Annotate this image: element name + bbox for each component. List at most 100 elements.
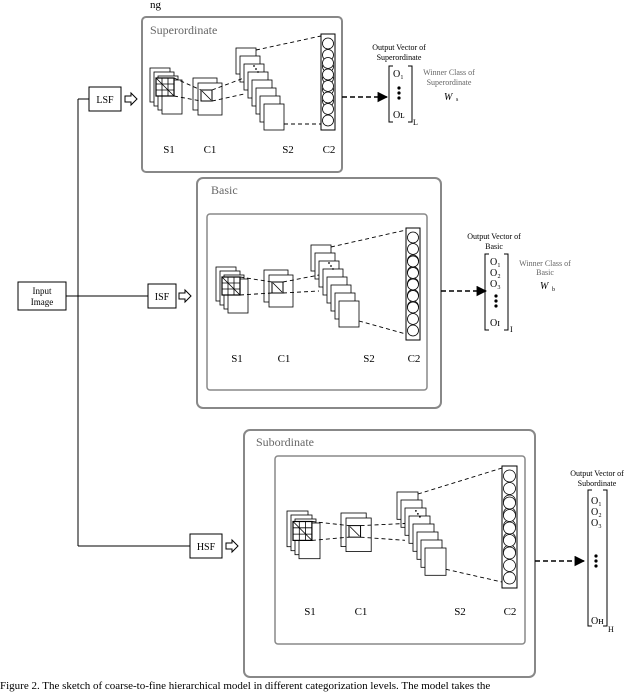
s1-grid-diagonal	[221, 276, 241, 296]
super-layer-c1: C1	[204, 144, 217, 156]
super-winner-line2: Superordinate	[427, 78, 472, 87]
sub-layer-s1: S1	[304, 606, 316, 618]
projection-line	[311, 521, 350, 527]
projection-line	[282, 290, 320, 294]
top-clipped-text: ng	[150, 0, 162, 11]
s2-ellipsis-dot	[330, 265, 332, 267]
projection-line	[211, 93, 245, 102]
c1-pool-diagonal	[272, 282, 283, 293]
s1-grid-diagonal	[155, 77, 175, 97]
super-output-title-2: Superordinate	[377, 53, 422, 62]
s2-layer-page	[424, 547, 447, 576]
hollow-arrow-hsf	[225, 538, 239, 554]
superordinate-title: Superordinate	[150, 23, 217, 37]
sub-layer-c1: C1	[355, 606, 368, 618]
s2-ellipsis-dot	[255, 68, 257, 70]
projection-line	[239, 276, 273, 283]
c2-unit	[503, 571, 516, 585]
s2-ellipsis-dot	[253, 65, 255, 67]
superordinate-layer-labels: S1 C1 S2 C2	[163, 144, 335, 156]
c2-unit	[322, 57, 334, 69]
s2-ellipsis-dot	[415, 510, 417, 512]
sub-output-item-1: O₁	[591, 496, 602, 507]
basic-layer-s2: S2	[363, 353, 375, 365]
basic-title: Basic	[211, 183, 238, 197]
isf-label: ISF	[155, 292, 170, 303]
hierarchical-model-diagram: ng Input Image LSF ISF HSF	[17, 0, 624, 678]
output-arrows	[342, 91, 586, 567]
basic-panel-inner	[206, 213, 428, 391]
s1-grid-diagonal	[292, 521, 313, 541]
sub-layer-c2: C2	[504, 606, 517, 618]
super-layer-s2: S2	[282, 144, 294, 156]
basic-winner-symbol: W	[540, 281, 550, 292]
basic-layer-labels: S1 C1 S2 C2	[231, 353, 420, 365]
subordinate-output-vector: Output Vector of Subordinate O₁ O₂ O₃ Oʜ…	[570, 469, 624, 634]
superordinate-panel	[141, 16, 343, 173]
hsf-filter: HSF	[189, 533, 223, 559]
s2-ellipsis-dot	[328, 262, 330, 264]
super-output-title-1: Output Vector of	[372, 43, 426, 52]
basic-output-item-last: Oɪ	[490, 318, 500, 329]
c2-unit	[322, 114, 334, 127]
c2-unit	[503, 521, 516, 535]
sub-output-subscript: H	[608, 625, 614, 634]
super-output-subscript: L	[413, 118, 418, 127]
superordinate-output-vector: Output Vector of Superordinate O₁ Oʟ L W…	[372, 43, 475, 127]
basic-network	[215, 227, 421, 341]
c2-unit	[503, 534, 516, 547]
super-winner-line1: Winner Class of	[423, 68, 475, 77]
c2-unit	[407, 313, 419, 325]
basic-winner-subscript: b	[552, 287, 555, 293]
sub-output-item-2: O₂	[591, 507, 602, 518]
super-winner-symbol: W	[444, 92, 454, 103]
input-label-line2: Image	[31, 297, 54, 307]
sub-bracket-left	[587, 489, 592, 627]
basic-output-title-1: Output Vector of	[467, 232, 521, 241]
super-output-item-last: Oʟ	[393, 110, 405, 121]
basic-winner-line1: Winner Class of	[519, 259, 571, 268]
hollow-arrow-isf	[178, 288, 192, 304]
hsf-label: HSF	[197, 542, 216, 553]
projection-line	[173, 77, 202, 91]
basic-layer-c1: C1	[278, 353, 291, 365]
sub-output-title-1: Output Vector of	[570, 469, 624, 478]
s2-layer-page	[338, 300, 360, 328]
super-output-item-1: O₁	[393, 69, 404, 80]
c2-unit	[322, 91, 334, 104]
projection-line	[360, 536, 406, 541]
sub-output-item-last: Oʜ	[591, 616, 604, 627]
super-layer-c2: C2	[323, 144, 336, 156]
basic-panel-outer	[196, 177, 442, 409]
basic-output-item-1: O₁	[490, 257, 501, 268]
c2-unit	[503, 559, 516, 572]
projection-line	[330, 229, 407, 248]
figure-caption: Figure 2. The sketch of coarse-to-fine h…	[0, 680, 491, 692]
projection-line	[239, 292, 273, 296]
c1-pool-diagonal	[201, 90, 212, 101]
basic-bracket-left	[484, 253, 489, 331]
super-bracket-left	[388, 65, 393, 123]
lsf-filter: LSF	[88, 86, 122, 112]
projection-line	[311, 536, 350, 541]
s2-ellipsis-dot	[417, 513, 419, 515]
basic-output-vector: Output Vector of Basic O₁ O₂ O₃ Oɪ I Win…	[467, 232, 571, 334]
c2-unit	[322, 103, 334, 115]
c2-unit	[407, 255, 419, 268]
c2-unit	[407, 278, 419, 291]
c2-unit	[407, 231, 419, 244]
input-image-box: Input Image	[17, 281, 67, 311]
c1-pool-diagonal	[349, 526, 360, 537]
c2-unit	[503, 482, 516, 495]
c2-unit	[407, 301, 419, 314]
basic-output-item-2: O₂	[490, 268, 501, 279]
projection-line	[358, 320, 407, 335]
input-label-line1: Input	[33, 286, 52, 296]
c2-unit	[322, 68, 334, 81]
super-bracket-right	[408, 65, 413, 123]
projection-line	[282, 274, 320, 283]
super-layer-s1: S1	[163, 144, 175, 156]
panel-frames	[141, 16, 536, 678]
sub-output-title-2: Subordinate	[578, 479, 617, 488]
projection-line	[445, 568, 503, 583]
